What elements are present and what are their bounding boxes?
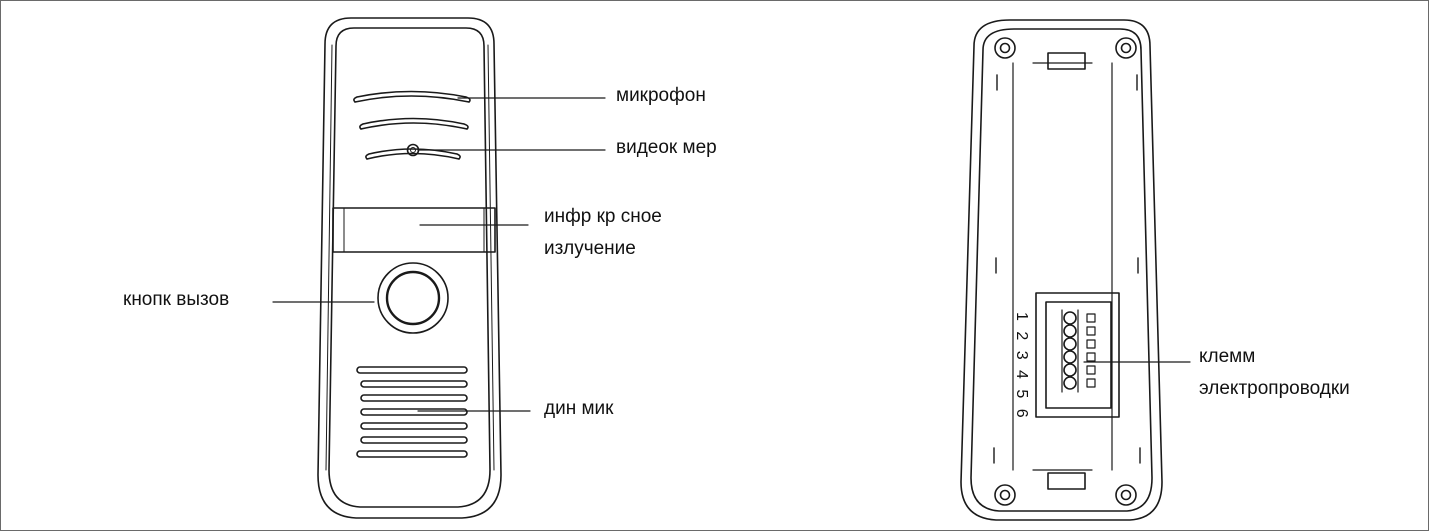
terminal-label-line2: электропроводки xyxy=(1199,378,1350,399)
terminal-numbers: 1 2 3 4 5 6 xyxy=(1013,312,1030,421)
back-panel xyxy=(960,19,1191,521)
terminal-clamps xyxy=(1061,309,1096,393)
terminal-screws xyxy=(1063,311,1077,390)
terminal-label-line1: клемм xyxy=(1199,346,1256,367)
terminal-block-inner xyxy=(1045,301,1112,409)
camera-label: видеок мер xyxy=(616,137,717,158)
back-bottom-slot xyxy=(1047,472,1086,490)
front-inner-face xyxy=(328,27,491,508)
front-panel xyxy=(272,17,606,519)
call-button xyxy=(385,270,441,326)
front-edge-right xyxy=(487,44,495,471)
ir-label-line2: излучение xyxy=(544,238,636,259)
ir-label-line1: инфр кр сное xyxy=(544,206,662,227)
front-outer-body xyxy=(317,17,502,519)
call-button-label: кнопк вызов xyxy=(123,289,230,310)
microphone-label: микрофон xyxy=(616,85,706,106)
middle-slot xyxy=(359,117,469,130)
back-rim xyxy=(1012,62,1113,471)
camera-slot xyxy=(365,148,461,160)
back-top-slot xyxy=(1047,52,1086,70)
back-inner-body xyxy=(970,28,1153,512)
speaker-grille xyxy=(356,366,468,458)
front-edge-left xyxy=(325,44,333,471)
back-outer-body xyxy=(960,19,1163,521)
camera-lens-inner xyxy=(410,147,416,153)
side-notches xyxy=(993,74,1141,464)
terminal-block-outer xyxy=(1035,292,1120,418)
speaker-label: дин мик xyxy=(544,398,614,419)
screw-holes xyxy=(994,37,1137,506)
call-button-ring xyxy=(377,262,449,334)
microphone-slot xyxy=(353,90,471,103)
front-leader-lines xyxy=(272,97,606,412)
ir-window xyxy=(332,207,496,253)
